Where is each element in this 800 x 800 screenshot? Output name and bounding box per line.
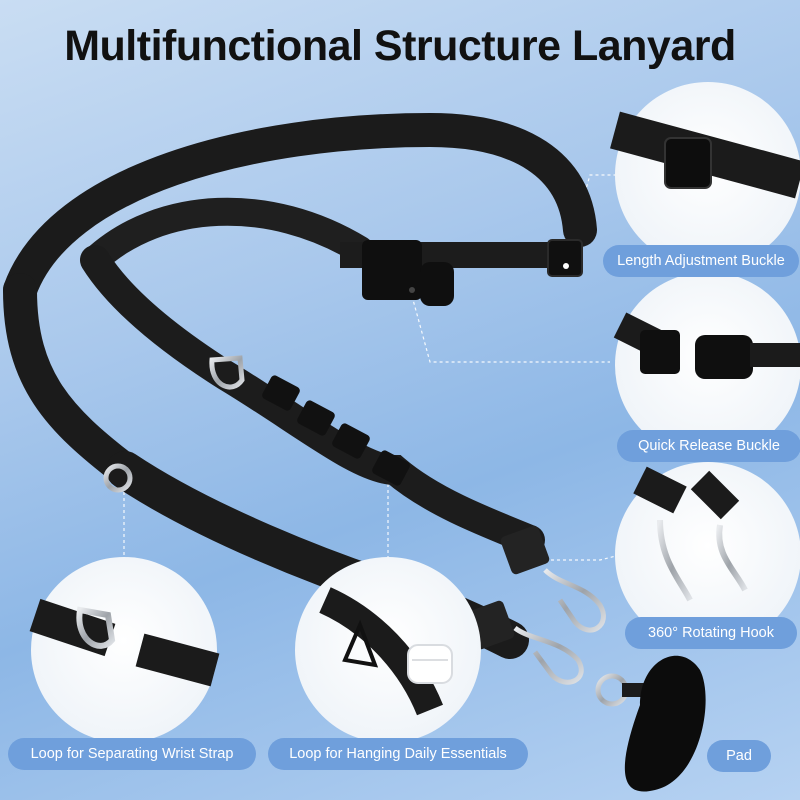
detail-quick-release-art bbox=[613, 312, 800, 379]
detail-length-adjustment-art bbox=[610, 111, 800, 199]
strap-fold bbox=[297, 400, 335, 436]
label-quick-release: Quick Release Buckle bbox=[617, 430, 800, 462]
detail-hanging-loop-art bbox=[319, 587, 453, 716]
detail-circle-wrist-loop bbox=[31, 557, 217, 743]
detail-rotating-hook-art bbox=[633, 466, 748, 602]
label-hanging-loop: Loop for Hanging Daily Essentials bbox=[268, 738, 528, 770]
label-rotating-hook: 360° Rotating Hook bbox=[625, 617, 797, 649]
leader-line-quick-release bbox=[411, 295, 610, 363]
length-adjustment-buckle bbox=[547, 239, 583, 277]
pad-body bbox=[624, 655, 706, 792]
buckle-male bbox=[362, 240, 422, 300]
phone-pad bbox=[595, 655, 706, 792]
leader-line-rotating-hook bbox=[545, 554, 621, 561]
strap-fold bbox=[262, 375, 300, 411]
d-ring bbox=[103, 355, 245, 493]
buckle-female bbox=[420, 262, 454, 306]
swivel-hook bbox=[543, 568, 606, 633]
detail-wrist-loop-art bbox=[29, 598, 220, 687]
quick-release-buckle bbox=[362, 240, 454, 306]
page-title: Multifunctional Structure Lanyard bbox=[64, 22, 736, 70]
inner-strap bbox=[81, 197, 374, 274]
earbud-case bbox=[407, 644, 453, 684]
pad-ring bbox=[595, 673, 629, 707]
strap-folds bbox=[262, 375, 410, 486]
wrist-loop-ring bbox=[103, 463, 133, 493]
swivel-hooks bbox=[513, 568, 606, 685]
buckle-dot bbox=[409, 287, 415, 293]
outer-strap-down bbox=[3, 273, 142, 487]
strap-fold bbox=[332, 423, 370, 459]
swivel-hook bbox=[513, 625, 584, 685]
outer-strap bbox=[3, 112, 597, 307]
detail-circle-rotating-hook bbox=[615, 462, 800, 648]
strap-fold bbox=[372, 450, 410, 486]
label-length-adjustment: Length Adjustment Buckle bbox=[603, 245, 799, 277]
inner-strap-down bbox=[80, 245, 545, 555]
label-pad: Pad bbox=[707, 740, 771, 772]
label-wrist-loop: Loop for Separating Wrist Strap bbox=[8, 738, 256, 770]
